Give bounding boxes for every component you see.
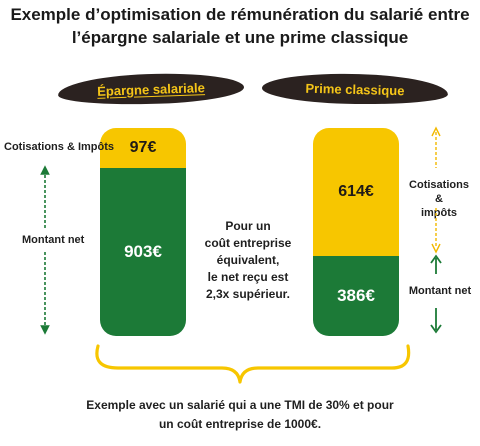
bar-prime-net: 386€ — [313, 255, 399, 336]
right-cotisations-arrow — [431, 126, 441, 254]
bar-prime-cotisations: 614€ — [313, 128, 399, 256]
center-line-5: 2,3x supérieur. — [205, 287, 291, 301]
bar-epargne-cotisations-value: 97€ — [129, 139, 157, 156]
right-label-montant-net: Montant net — [408, 285, 472, 297]
bar-prime-net-value: 386€ — [337, 285, 375, 305]
bar-epargne-net: 903€ — [100, 168, 186, 336]
title-line-1: Exemple d’optimisation de rémunération d… — [10, 5, 470, 24]
center-line-2: coût entreprise — [204, 236, 292, 250]
bar-prime-classique: 614€ 386€ — [313, 128, 399, 336]
right-label-cotisations: Cotisations & impôts — [404, 178, 474, 220]
right-label-cotisations-line-1: Cotisations & — [409, 179, 469, 205]
bar-epargne-salariale: 97€ 903€ — [100, 128, 186, 336]
center-annotation: Pour un coût entreprise équivalent, le n… — [198, 218, 298, 303]
footer-line-1: Exemple avec un salarié qui a une TMI de… — [86, 398, 394, 412]
bar-epargne-cotisations: 97€ — [100, 128, 186, 168]
footer-line-2: un coût entreprise de 1000€. — [158, 417, 322, 431]
title-line-2: l’épargne salariale et une prime classiq… — [71, 28, 409, 47]
bar-prime-cotisations-value: 614€ — [338, 182, 374, 200]
center-line-3: équivalent, — [216, 253, 280, 267]
bottom-brace — [95, 344, 411, 384]
right-label-cotisations-line-2: impôts — [420, 207, 458, 219]
bar-epargne-net-value: 903€ — [124, 242, 162, 261]
right-net-arrow — [430, 254, 442, 334]
chart-title: Exemple d’optimisation de rémunération d… — [0, 3, 480, 49]
left-label-cotisations: Cotisations & Impôts — [4, 141, 115, 153]
footer-note: Exemple avec un salarié qui a une TMI de… — [0, 396, 480, 434]
center-line-4: le net reçu est — [207, 270, 289, 284]
left-label-montant-net: Montant net — [22, 234, 85, 246]
center-line-1: Pour un — [225, 219, 271, 233]
